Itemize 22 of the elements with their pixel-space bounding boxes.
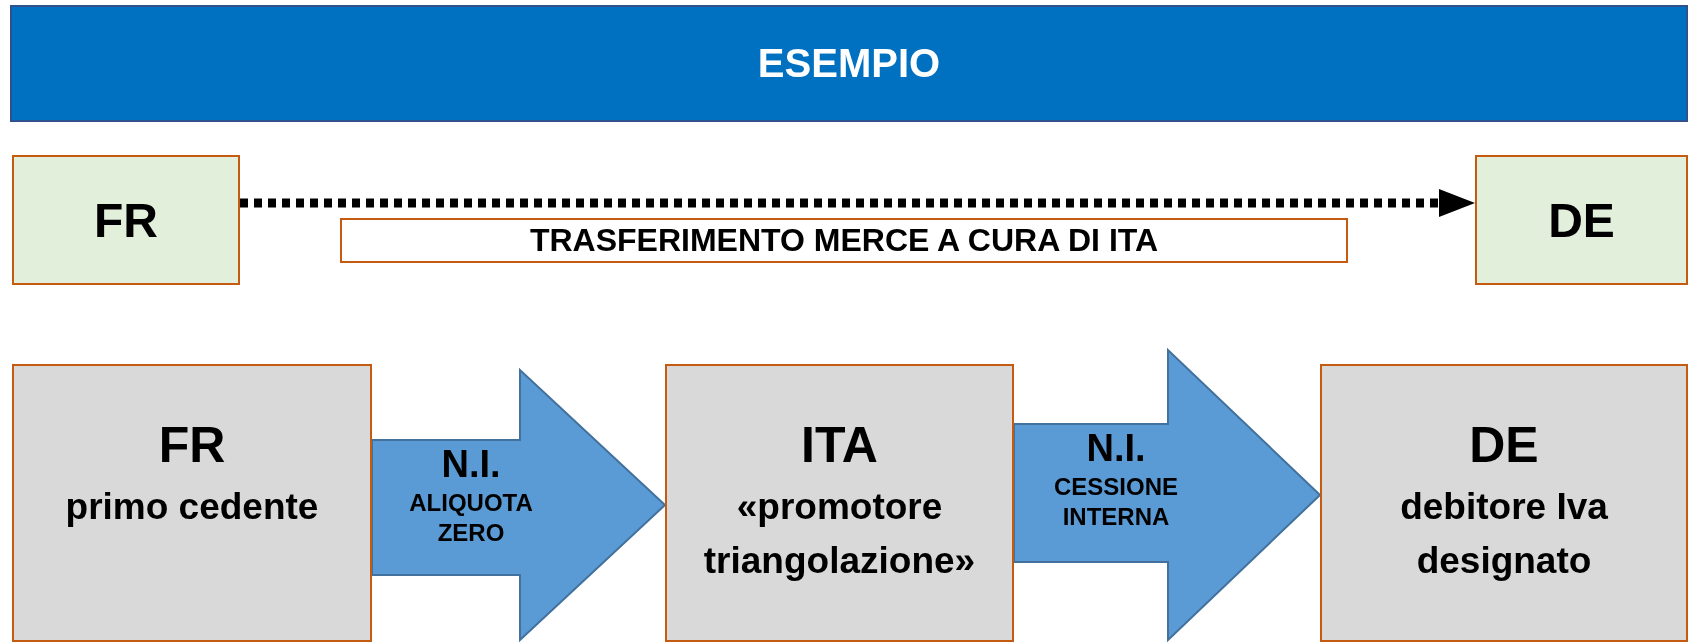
role-text: primo cedente [65,485,319,529]
dotted-arrow [240,189,1475,217]
edge-label: N.I. [440,444,502,486]
edge-label: N.I. [1085,428,1147,470]
country-box [12,155,240,285]
party-box [12,364,372,642]
party-box [1320,364,1688,642]
country-box [1475,155,1688,285]
title-banner: ESEMPIO [10,5,1688,122]
country-code: FR [158,416,226,474]
role-text: «promotore triangolazione» [702,485,977,583]
edge-label: TRASFERIMENTO MERCE A CURA DI ITA [340,218,1348,263]
country-code: ITA [801,416,878,474]
country-code: DE [1469,416,1539,474]
party-box [665,364,1014,642]
country-code: FR [94,192,158,248]
role-text: debitore Iva designato [1399,485,1609,583]
edge-label: CESSIONE INTERNA [1053,471,1179,532]
country-code: DE [1548,192,1615,248]
block-arrow [1013,347,1322,642]
block-arrow [371,367,667,642]
edge-label: ALIQUOTA ZERO [408,487,534,548]
